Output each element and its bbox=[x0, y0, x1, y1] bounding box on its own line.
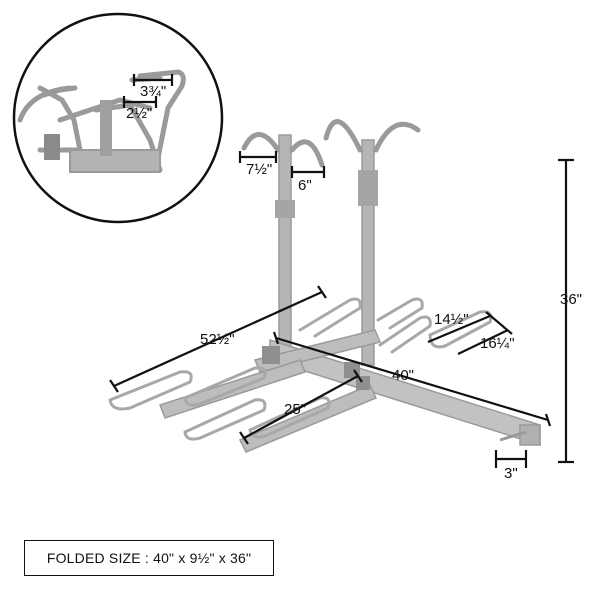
dim-depth: 25" bbox=[284, 401, 306, 418]
dim-height: 36" bbox=[560, 291, 582, 308]
dimension-lines bbox=[109, 151, 574, 468]
dim-detail-top: 3¾" bbox=[140, 83, 166, 100]
dim-hitch: 3" bbox=[504, 465, 518, 482]
detail-inset: 3¾" 2½" bbox=[12, 12, 224, 224]
dim-tray-width-a: 14½" bbox=[434, 311, 469, 328]
dim-tray-width-b: 16¼" bbox=[480, 335, 515, 352]
dim-arm-right: 6" bbox=[298, 177, 312, 194]
dim-overall-length: 52½" bbox=[200, 331, 235, 348]
dim-detail-bottom: 2½" bbox=[126, 105, 152, 122]
dim-arm-left: 7½" bbox=[246, 161, 272, 178]
dim-tray-length: 40" bbox=[392, 367, 414, 384]
folded-size-label: FOLDED SIZE : 40" x 9½" x 36" bbox=[24, 540, 274, 576]
dimension-labels: 7½" 6" 52½" 40" 14½" 16¼" 25" 36" 3" bbox=[200, 161, 582, 482]
